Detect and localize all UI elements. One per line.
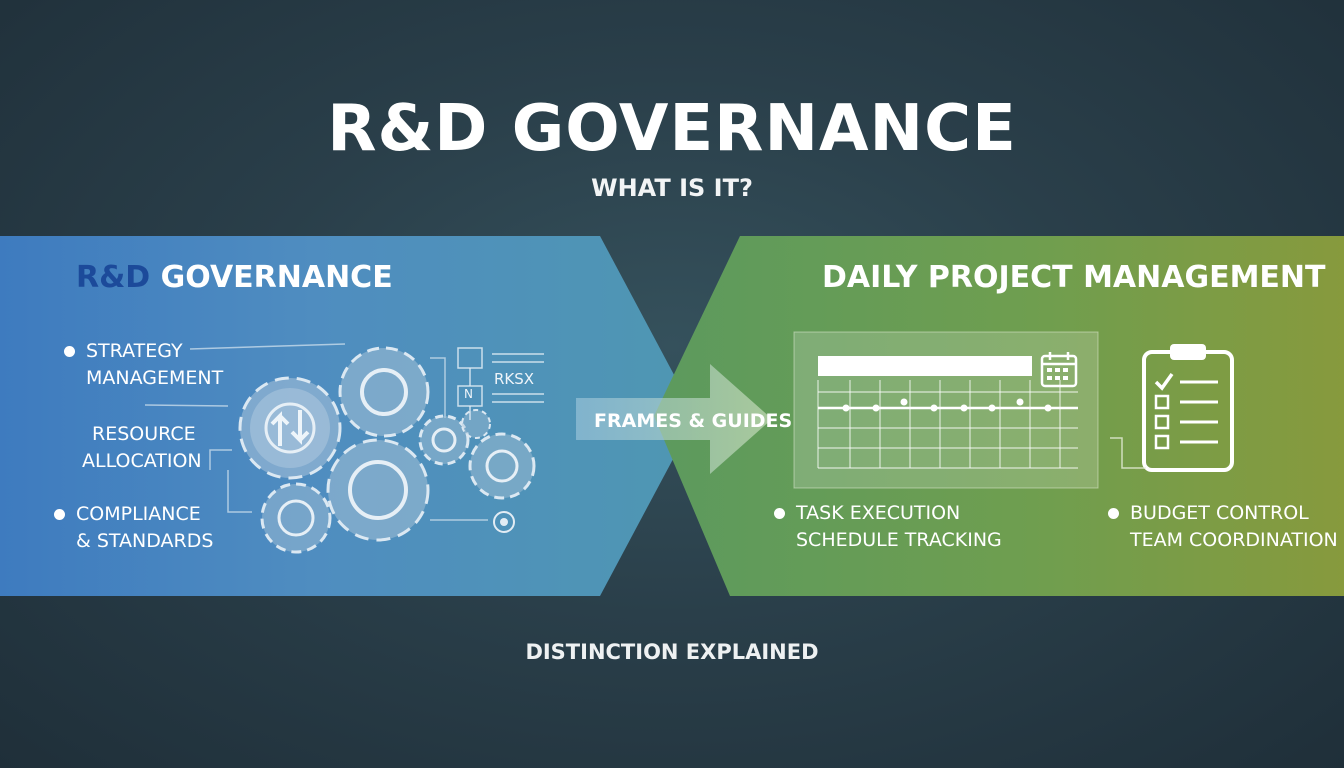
calendar-icon <box>1040 352 1078 388</box>
connector-line <box>209 449 232 470</box>
gear-icon <box>326 438 430 542</box>
list-item-line: COMPLIANCE <box>76 503 201 525</box>
list-item-line: TEAM COORDINATION <box>1130 529 1338 551</box>
gear-icon <box>338 346 430 438</box>
footer-caption: DISTINCTION EXPLAINED <box>525 640 819 664</box>
gear-icon <box>468 432 536 500</box>
list-item-line: RESOURCE <box>92 423 196 445</box>
project-management-panel <box>654 236 1344 596</box>
list-item-line: & STANDARDS <box>76 530 214 552</box>
timeline-marker <box>930 404 938 412</box>
list-item-line: ALLOCATION <box>82 450 202 472</box>
connector-arrow <box>576 364 772 474</box>
flow-box-label: N <box>464 387 473 401</box>
timeline-marker <box>1044 404 1052 412</box>
project-management-heading: DAILY PROJECT MANAGEMENT <box>822 260 1326 295</box>
list-item: BUDGET CONTROL TEAM COORDINATION <box>1130 500 1338 554</box>
list-item-line: MANAGEMENT <box>86 367 224 389</box>
timeline-marker <box>988 404 996 412</box>
bullet-dot <box>64 346 75 357</box>
gear-icon <box>418 414 470 466</box>
list-item-line: BUDGET CONTROL <box>1130 502 1309 524</box>
timeline-marker <box>900 398 908 406</box>
connector-line <box>227 470 252 513</box>
flow-label: RKSX <box>494 370 535 388</box>
page-subtitle: WHAT IS IT? <box>591 174 753 202</box>
connector-line <box>430 357 446 418</box>
clipboard-checklist-icon <box>1142 344 1234 472</box>
connector-line <box>1110 437 1146 469</box>
gantt-header-bar <box>818 356 1032 376</box>
list-item: COMPLIANCE & STANDARDS <box>76 501 213 555</box>
bullet-dot <box>1108 508 1119 519</box>
timeline-marker <box>1016 398 1024 406</box>
governance-heading: R&D GOVERNANCE <box>76 260 393 295</box>
list-item-line: TASK EXECUTION <box>796 502 961 524</box>
governance-heading-rest: GOVERNANCE <box>150 260 393 295</box>
connector-label: FRAMES & GUIDES <box>594 410 793 432</box>
list-item: TASK EXECUTION SCHEDULE TRACKING <box>796 500 1002 554</box>
bullet-dot <box>54 509 65 520</box>
list-item: RESOURCE ALLOCATION <box>82 421 202 475</box>
timeline-marker <box>960 404 968 412</box>
gear-icon <box>260 482 332 554</box>
list-item-line: SCHEDULE TRACKING <box>796 529 1002 551</box>
governance-heading-accent: R&D <box>76 260 151 295</box>
connector-line <box>144 404 229 407</box>
gear-icon <box>461 409 491 439</box>
list-item-line: STRATEGY <box>86 340 183 362</box>
page-title: R&D GOVERNANCE <box>327 92 1017 166</box>
timeline-marker <box>842 404 850 412</box>
connector-line <box>189 343 346 350</box>
bullet-dot <box>774 508 785 519</box>
target-icon <box>493 511 515 533</box>
timeline-marker <box>872 404 880 412</box>
list-item: STRATEGY MANAGEMENT <box>86 338 223 392</box>
gear-icon <box>238 376 342 480</box>
